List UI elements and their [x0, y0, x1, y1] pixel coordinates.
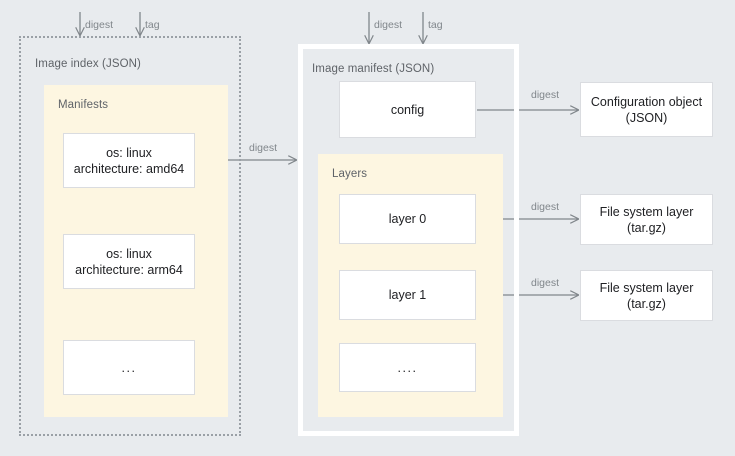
manifest-card-arm64[interactable]: os: linux architecture: arm64 — [63, 234, 195, 289]
file-system-layer-1-line1: File system layer — [599, 280, 694, 295]
edge-label-digest-layer1: digest — [531, 277, 560, 289]
image-index-title: Image index (JSON) — [35, 58, 141, 70]
edge-label-digest-index: digest — [85, 19, 114, 31]
layer-card-1[interactable]: layer 1 — [339, 270, 476, 320]
edge-label-tag-manifest: tag — [428, 19, 443, 31]
image-index-container: Image index (JSON) — [19, 36, 241, 436]
layer-card-ellipsis[interactable]: .... — [339, 343, 476, 392]
file-system-layer-card-1[interactable]: File system layer (tar.gz) — [580, 270, 713, 321]
manifest-card-amd64-arch: architecture: amd64 — [73, 161, 185, 176]
file-system-layer-1-line2: (tar.gz) — [627, 296, 666, 311]
edge-label-digest-manifest: digest — [374, 19, 403, 31]
manifest-card-amd64[interactable]: os: linux architecture: amd64 — [63, 133, 195, 188]
edge-label-tag-index: tag — [145, 19, 160, 31]
manifest-card-arm64-arch: architecture: arm64 — [75, 262, 183, 277]
file-system-layer-0-line2: (tar.gz) — [627, 220, 666, 235]
image-manifest-title: Image manifest (JSON) — [312, 63, 435, 75]
edge-label-digest-index-to-manifest: digest — [249, 142, 278, 154]
configuration-object-line2: (JSON) — [625, 110, 668, 125]
layer-card-0[interactable]: layer 0 — [339, 194, 476, 244]
configuration-object-card[interactable]: Configuration object (JSON) — [580, 82, 713, 137]
config-card-label: config — [390, 102, 425, 117]
layer-card-ellipsis-label: .... — [397, 360, 418, 375]
manifest-card-ellipsis[interactable]: ... — [63, 340, 195, 395]
layers-group-label: Layers — [332, 168, 368, 180]
layer-card-1-label: layer 1 — [388, 288, 427, 302]
image-manifest-container: Image manifest (JSON) — [298, 44, 519, 436]
manifest-card-arm64-os: os: linux — [106, 246, 152, 261]
edge-label-digest-layer0: digest — [531, 201, 560, 213]
config-card[interactable]: config — [339, 81, 476, 138]
manifest-card-ellipsis-label: ... — [121, 360, 137, 375]
configuration-object-line1: Configuration object — [590, 94, 703, 109]
manifests-group-label: Manifests — [58, 99, 109, 111]
manifest-card-amd64-os: os: linux — [106, 145, 152, 160]
file-system-layer-0-line1: File system layer — [599, 204, 694, 219]
file-system-layer-card-0[interactable]: File system layer (tar.gz) — [580, 194, 713, 245]
edge-label-digest-config: digest — [531, 89, 560, 101]
layer-card-0-label: layer 0 — [388, 212, 427, 226]
